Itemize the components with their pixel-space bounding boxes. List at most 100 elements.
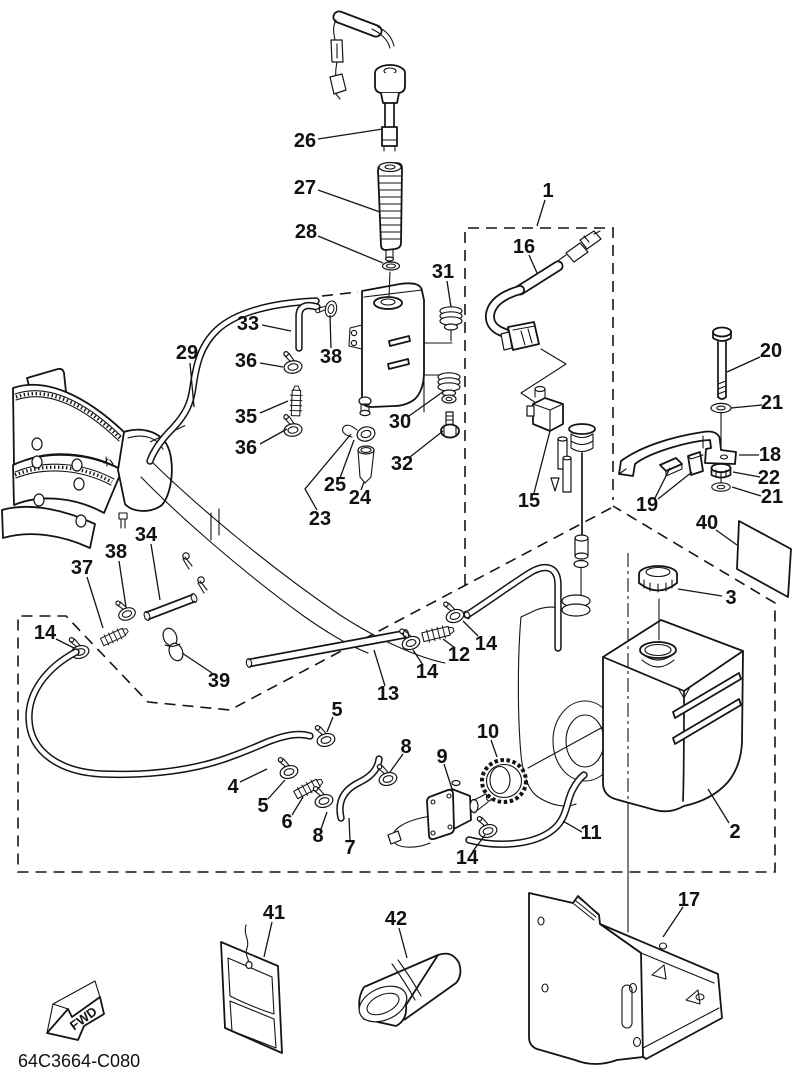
hose-clamp-36-upper — [281, 349, 304, 375]
leader-line-38 — [118, 560, 127, 608]
leader-line-5 — [267, 779, 286, 800]
callout-16: 16 — [513, 236, 535, 258]
leader-line-28 — [317, 235, 384, 264]
callout-26: 26 — [294, 130, 316, 152]
leader-line-39 — [181, 652, 213, 674]
callout-8: 8 — [312, 825, 323, 847]
engine-bracket — [1, 367, 187, 549]
oil-level-sensor-26 — [329, 10, 406, 152]
leader-line-42 — [398, 927, 408, 959]
fuel-joint-12 — [420, 622, 456, 644]
oil-elbow-hose-33 — [295, 301, 321, 352]
oil-hose-11 — [465, 771, 588, 848]
leader-line-41 — [263, 921, 273, 958]
leader-line-17 — [662, 906, 684, 938]
clamp-5-b — [275, 753, 300, 781]
hose-fit-line — [321, 291, 359, 297]
leader-line-9 — [443, 763, 453, 790]
grommet-31 — [439, 306, 463, 331]
assembly-zigzag-line — [520, 348, 567, 404]
leader-line-25 — [339, 439, 355, 479]
callout-3: 3 — [725, 587, 736, 609]
oil-hose-29 — [146, 291, 359, 465]
kit-boundary-dashed — [17, 227, 776, 873]
oil-hose-7 — [336, 755, 383, 822]
leader-line-11 — [562, 820, 583, 833]
bolt-32 — [440, 411, 460, 439]
fuel-tank-ghost — [517, 594, 618, 807]
leader-line-35 — [259, 400, 289, 414]
callout-36: 36 — [235, 437, 257, 459]
callout-5: 5 — [331, 699, 342, 721]
leader-line-27 — [317, 189, 381, 213]
leader-line-5 — [326, 716, 334, 733]
clamp-14-c — [440, 597, 467, 626]
leader-line-4 — [239, 768, 268, 783]
washer-21-lower — [711, 482, 731, 492]
fwd-arrow-icon: FWD — [46, 980, 105, 1041]
leader-line-14 — [462, 620, 479, 637]
callout-19: 19 — [636, 494, 658, 516]
callout-13: 13 — [377, 683, 399, 705]
fuel-pickup-tube — [463, 563, 562, 652]
leader-line-10 — [490, 739, 498, 758]
oil-strainer-27 — [377, 161, 403, 262]
callout-42: 42 — [385, 908, 407, 930]
leader-line-40 — [715, 529, 738, 546]
clamp-5-a — [312, 721, 337, 749]
callout-24: 24 — [349, 487, 372, 509]
callout-6: 6 — [281, 811, 292, 833]
callout-30: 30 — [389, 411, 411, 433]
callout-31: 31 — [432, 261, 454, 283]
leader-line-7 — [348, 817, 351, 841]
wire-harness-16 — [484, 230, 602, 404]
leader-line-16 — [528, 254, 538, 274]
leader-line-8 — [389, 753, 404, 773]
leader-line-37 — [86, 576, 104, 629]
bolt-20 — [712, 326, 732, 400]
callout-22: 22 — [758, 467, 780, 489]
dampers-19 — [659, 451, 704, 477]
callout-15: 15 — [518, 490, 540, 512]
leader-line-1 — [536, 199, 546, 227]
callout-7: 7 — [344, 837, 355, 859]
leader-line-24 — [360, 481, 365, 491]
callout-38: 38 — [105, 541, 127, 563]
callout-41: 41 — [263, 902, 285, 924]
leader-line-6 — [291, 796, 304, 816]
washer-21-upper — [710, 402, 732, 414]
callout-5: 5 — [257, 795, 268, 817]
leader-line-36 — [259, 362, 284, 368]
leader-line-26 — [317, 128, 384, 140]
callout-9: 9 — [436, 746, 447, 768]
hose-clamp-36-lower — [281, 412, 304, 438]
callout-1: 1 — [542, 180, 553, 202]
hose-joint-35 — [289, 385, 304, 417]
leader-line-33 — [261, 324, 292, 332]
sub-oil-tank — [348, 271, 425, 417]
plate-40 — [736, 520, 792, 598]
leader-line-12 — [442, 638, 456, 649]
callout-39: 39 — [208, 670, 230, 692]
leader-line-3 — [677, 588, 723, 597]
mount-bracket-17 — [528, 892, 723, 1065]
joint-37 — [99, 624, 131, 648]
callout-21: 21 — [761, 486, 783, 508]
rubber-boot-42 — [358, 952, 462, 1027]
tank-bracket-18 — [618, 412, 737, 485]
fuel-tank-2 — [602, 598, 744, 813]
diagram-code: 64C3664-C080 — [18, 1051, 140, 1071]
grommet-30 — [437, 372, 461, 404]
o-ring-28 — [381, 261, 401, 271]
tube-24 — [357, 445, 375, 484]
hose-clip-39 — [162, 627, 184, 662]
leader-line-8 — [320, 811, 328, 830]
fuel-tube-13 — [245, 629, 410, 668]
callout-18: 18 — [759, 444, 781, 466]
callout-38: 38 — [320, 346, 342, 368]
callout-36: 36 — [235, 350, 257, 372]
callout-14: 14 — [416, 661, 439, 683]
callout-17: 17 — [678, 889, 700, 911]
callout-34: 34 — [135, 524, 158, 546]
